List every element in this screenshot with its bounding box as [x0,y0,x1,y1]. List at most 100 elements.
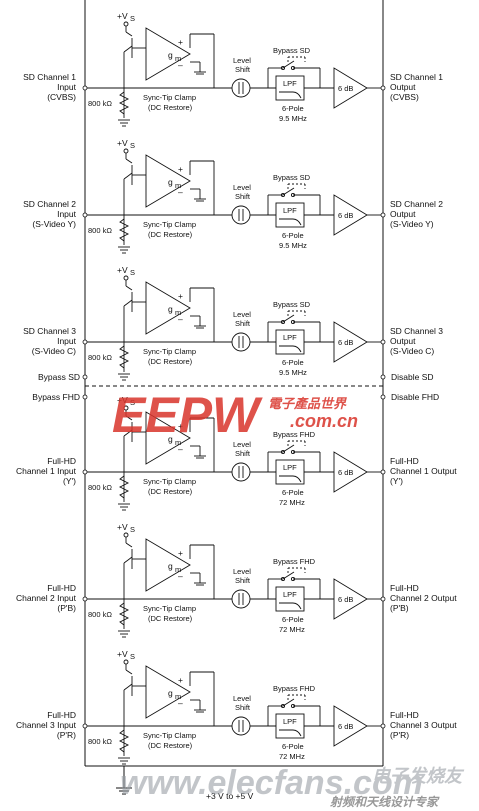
bypass-switch [282,698,295,707]
resistor-label: 800 kΩ [88,483,112,492]
bypass-switch-contact [290,576,296,582]
input-label-line: (Y') [63,476,76,486]
resistor-label: 800 kΩ [88,99,112,108]
output-pin [380,596,386,602]
bypass-switch-contact [280,65,286,71]
channel-wiring [85,664,383,765]
output-label-line: (CVBS) [390,92,419,102]
gain-label: 6 dB [338,722,353,731]
lpf-label: LPF [283,206,297,215]
output-label-line: Full-HD [390,710,419,720]
lpf-box [275,202,305,228]
supply-label: +V [117,138,128,148]
supply-subscript: S [130,652,135,661]
bypass-sd-label: Bypass SD [38,372,80,382]
output-label-line: Output [390,82,416,92]
gain-label: 6 dB [338,211,353,220]
output-gain-amp [333,67,368,109]
amp-label: g [168,304,173,314]
gain-label: 6 dB [338,595,353,604]
filter-freq-label: 72 MHz [279,498,305,507]
eepw-url-text: .com.cn [290,411,358,431]
filter-freq-label: 72 MHz [279,752,305,761]
output-label-line: (P'B) [390,603,409,613]
amp-label: g [168,434,173,444]
output-gain-amp [333,321,368,363]
output-gain-amp [333,194,368,236]
channel-wiring [85,410,383,511]
bypass-label: Bypass FHD [273,557,316,566]
bypass-label: Bypass SD [273,46,311,55]
amp-subscript: m [175,181,181,190]
supply-node [123,405,129,411]
supply-range-label: +3 V to +5 V [206,791,254,801]
disable-fhd-label: Disable FHD [391,392,439,402]
input-pin [82,469,88,475]
level-shift-symbol [231,462,251,482]
transconductance-amp [145,538,191,592]
transconductance-amp [145,665,191,719]
channel-wiring [85,153,383,254]
supply-node [123,275,129,281]
input-label-line: (S-Video C) [32,346,76,356]
output-label-line: Output [390,336,416,346]
input-label-line: (CVBS) [47,92,76,102]
level-shift-sublabel: Shift [235,192,251,201]
chip-outline [84,0,384,767]
output-label-line: (P'R) [390,730,409,740]
bypass-switch-contact [280,192,286,198]
lpf-label: LPF [283,717,297,726]
supply-subscript: S [130,14,135,23]
amp-minus: – [178,571,183,581]
level-shift-sublabel: Shift [235,65,251,74]
filter-pole-label: 6-Pole [282,742,304,751]
level-shift-sublabel: Shift [235,449,251,458]
level-shift-label: Level [233,310,251,319]
level-shift-label: Level [233,183,251,192]
output-gain-amp [333,451,368,493]
input-label-line: SD Channel 3 [23,326,76,336]
resistor-label: 800 kΩ [88,353,112,362]
supply-node [123,659,129,665]
level-shift-label: Level [233,694,251,703]
output-label-line: Channel 3 Output [390,720,457,730]
output-gain-amp [333,705,368,747]
lpf-box [275,713,305,739]
filter-pole-label: 6-Pole [282,231,304,240]
amp-label: g [168,50,173,60]
output-gain-amp [333,578,368,620]
clamp-label: Sync-Tip Clamp [143,731,196,740]
amp-plus: + [178,291,183,301]
input-label-line: (S-Video Y) [32,219,76,229]
supply-subscript: S [130,141,135,150]
amp-label: g [168,688,173,698]
amp-plus: + [178,675,183,685]
disable-sd-label: Disable SD [391,372,434,382]
supply-subscript: S [130,525,135,534]
amp-subscript: m [175,438,181,447]
level-shift-sublabel: Shift [235,576,251,585]
level-shift-symbol [231,589,251,609]
input-label-line: Channel 1 Input [16,466,77,476]
input-label-line: Channel 3 Input [16,720,77,730]
amp-plus: + [178,37,183,47]
lpf-label: LPF [283,463,297,472]
input-label-line: (P'R) [57,730,76,740]
filter-pole-label: 6-Pole [282,615,304,624]
bypass-switch [282,444,295,453]
supply-node [123,148,129,154]
amp-plus: + [178,421,183,431]
lpf-rolloff-icon [279,91,302,99]
output-label-line: SD Channel 3 [390,326,443,336]
clamp-sublabel: (DC Restore) [148,741,193,750]
filter-freq-label: 72 MHz [279,625,305,634]
clamp-label: Sync-Tip Clamp [143,93,196,102]
level-shift-symbol [231,78,251,98]
resistor-label: 800 kΩ [88,610,112,619]
supply-subscript: S [130,398,135,407]
channel-wiring [85,537,383,638]
input-pin [82,85,88,91]
